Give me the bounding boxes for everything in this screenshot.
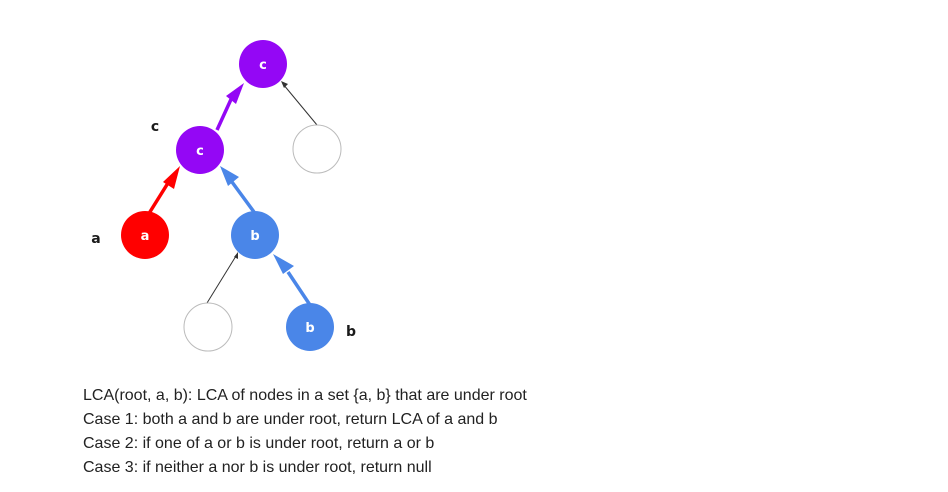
arrowhead-empty-to-root: [281, 81, 288, 88]
node-b-mid: b: [231, 211, 279, 259]
arrowhead-a-to-mid: [163, 166, 180, 189]
edge-empty-to-bmid: [206, 255, 237, 304]
edge-empty-to-root: [282, 83, 318, 126]
edge-bmid-to-mid: [230, 180, 256, 214]
lca-notes: LCA(root, a, b): LCA of nodes in a set {…: [83, 384, 527, 480]
arrowhead-bmid-to-mid: [220, 166, 239, 186]
notes-case-3: Case 3: if neither a nor b is under root…: [83, 459, 432, 476]
node-a: a: [121, 211, 169, 259]
node-root: c: [239, 40, 287, 88]
node-b-mid-label: b: [250, 229, 259, 244]
edge-a-to-mid: [146, 182, 170, 216]
node-b-leaf: b: [286, 303, 334, 351]
node-root-label: c: [259, 58, 267, 73]
node-a-label: a: [141, 229, 150, 244]
notes-definition: LCA(root, a, b): LCA of nodes in a set {…: [83, 387, 527, 404]
tree-diagram: c c a b b c a b: [91, 40, 356, 352]
node-right-empty: [292, 124, 342, 174]
arrowhead-bleaf-to-bmid: [273, 254, 294, 274]
side-label-a: a: [91, 231, 100, 247]
edge-mid-to-root: [215, 94, 235, 131]
arrowhead-empty-to-bmid: [234, 252, 238, 259]
notes-case-2: Case 2: if one of a or b is under root, …: [83, 435, 435, 452]
node-bottom-empty: [183, 302, 233, 352]
node-mid: c: [176, 126, 224, 174]
side-label-b: b: [346, 324, 356, 340]
side-label-c: c: [151, 119, 159, 135]
notes-case-1: Case 1: both a and b are under root, ret…: [83, 411, 498, 428]
edge-bleaf-to-bmid: [286, 271, 312, 306]
arrowhead-mid-to-root: [226, 83, 244, 104]
node-b-leaf-label: b: [305, 321, 314, 336]
node-mid-label: c: [196, 144, 204, 159]
